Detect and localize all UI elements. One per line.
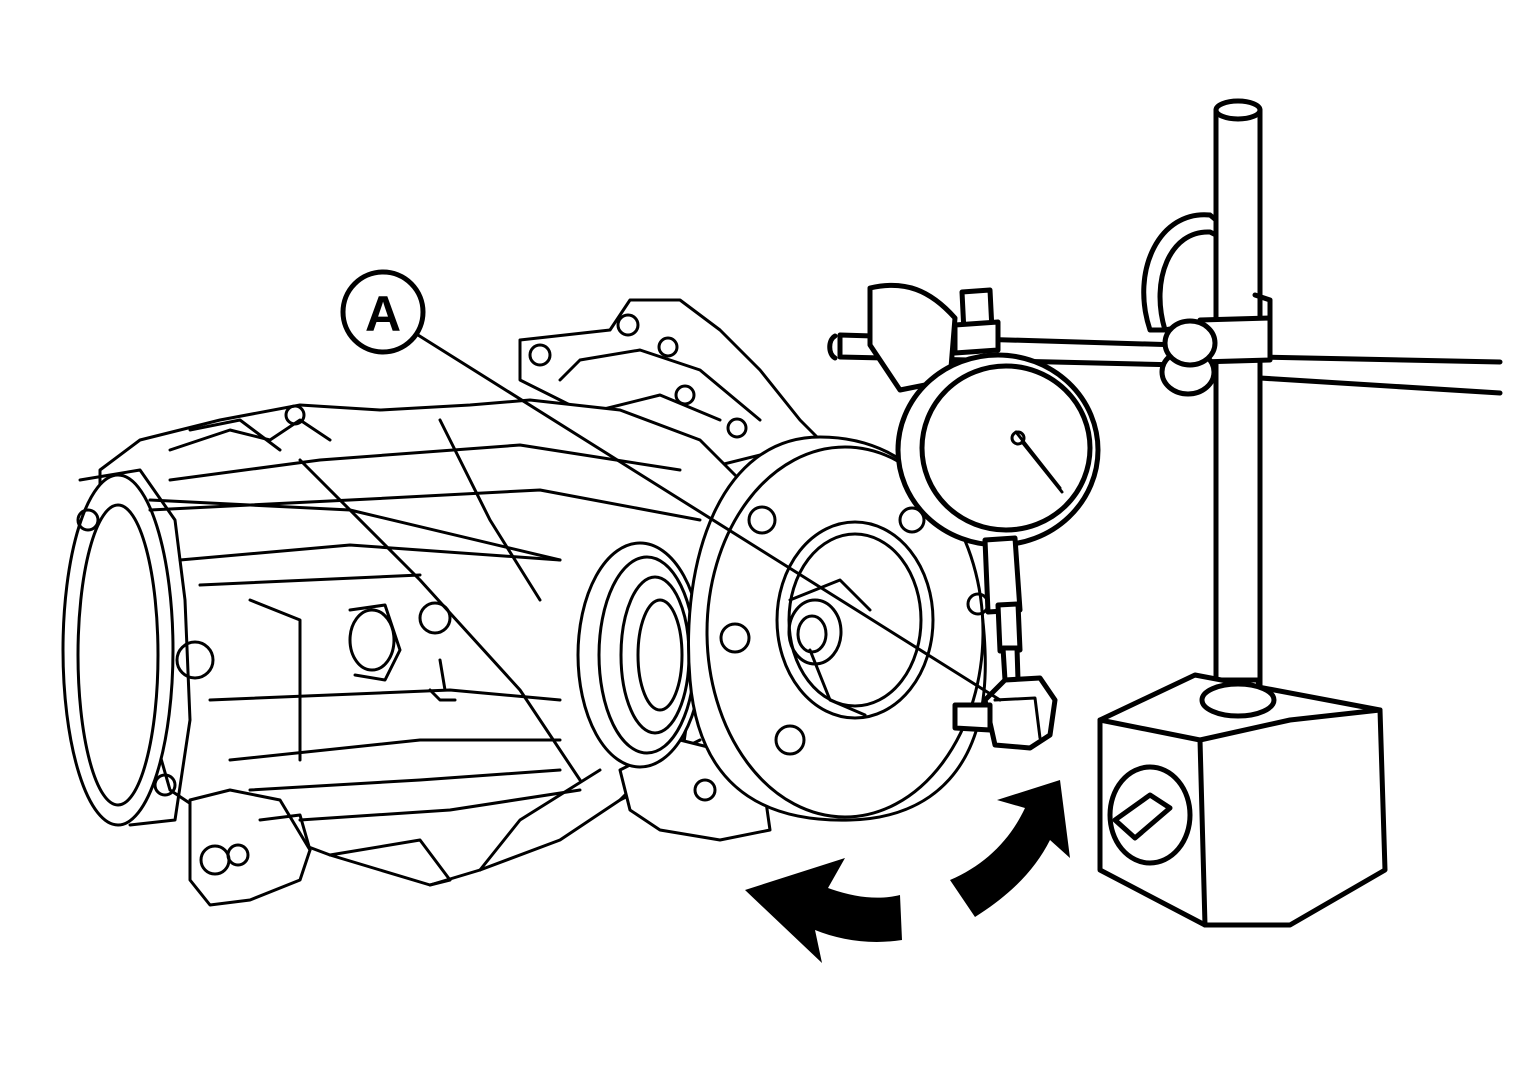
dial-indicator-icon [867, 282, 1101, 751]
callout-a: A [340, 269, 1002, 702]
magnetic-base-stand-icon [827, 98, 1503, 928]
pinion-seal-icon [576, 541, 704, 769]
rotation-arrow-icon [745, 780, 1070, 963]
companion-flange-icon [687, 435, 990, 822]
differential-housing-icon [61, 298, 822, 907]
callout-a-label: A [365, 286, 401, 342]
